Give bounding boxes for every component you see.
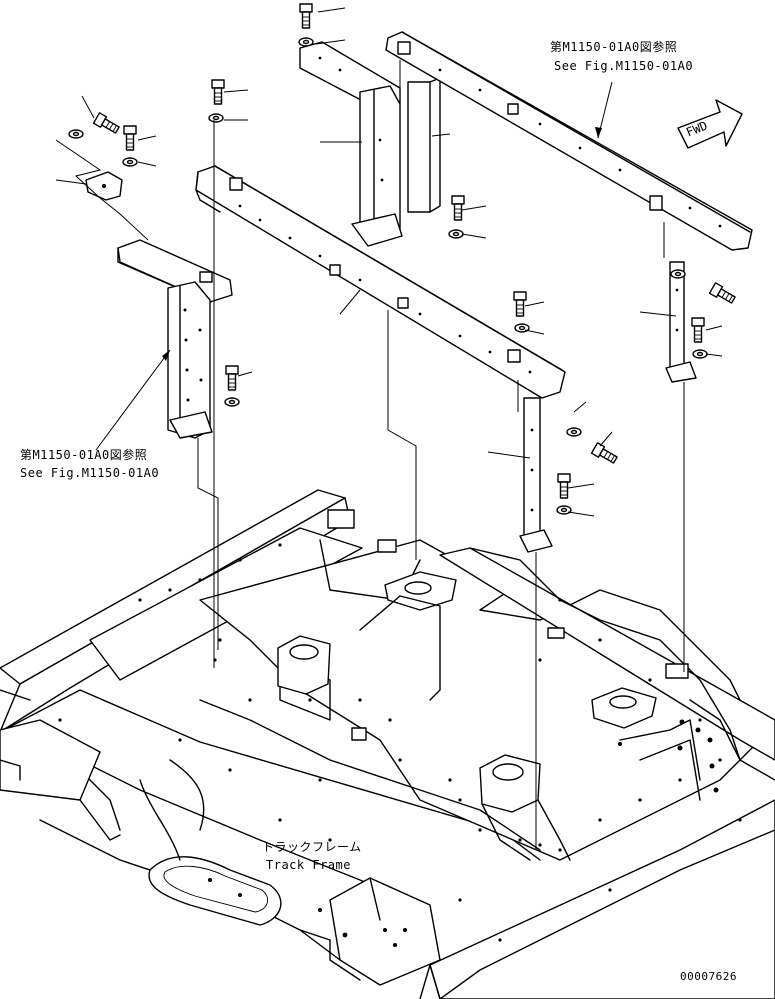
washer-icon bbox=[556, 505, 572, 515]
bolt-icon bbox=[590, 442, 618, 464]
washer-icon bbox=[224, 397, 240, 407]
bolt-icon bbox=[225, 365, 239, 391]
ref-left-jp: 第M1150-01A0図参照 bbox=[20, 448, 148, 462]
ref-top-right-jp: 第M1150-01A0図参照 bbox=[550, 40, 678, 54]
bolt-icon bbox=[513, 291, 527, 317]
track-frame bbox=[0, 489, 775, 999]
bolt-icon bbox=[557, 473, 571, 499]
cross-beam-right bbox=[385, 31, 753, 251]
ref-top-right-en: See Fig.M1150-01A0 bbox=[554, 59, 694, 73]
washer-icon bbox=[68, 129, 84, 139]
bolt-icon bbox=[123, 125, 137, 151]
bolt-icon bbox=[451, 195, 465, 221]
washer-icon bbox=[692, 349, 708, 359]
washer-icon bbox=[670, 269, 686, 279]
leader-lines bbox=[55, 7, 723, 850]
left-stand bbox=[117, 239, 233, 439]
post-center-right bbox=[519, 397, 553, 553]
bolt-icon bbox=[708, 282, 736, 304]
bolt-icon bbox=[92, 112, 120, 134]
washer-icon bbox=[208, 113, 224, 123]
drawing-number: 00007626 bbox=[680, 970, 737, 983]
washer-icon bbox=[566, 427, 582, 437]
ref-left-en: See Fig.M1150-01A0 bbox=[20, 466, 160, 480]
center-stand bbox=[299, 41, 441, 247]
washer-icon bbox=[448, 229, 464, 239]
track-frame-label-jp: トラックフレーム bbox=[262, 840, 362, 854]
small-bracket bbox=[85, 171, 123, 201]
washer-icon bbox=[122, 157, 138, 167]
bolt-icon bbox=[691, 317, 705, 343]
washer-icon bbox=[298, 37, 314, 47]
cross-beam-left bbox=[195, 165, 566, 399]
bolt-icon bbox=[211, 79, 225, 105]
track-frame-label-en: Track Frame bbox=[266, 858, 351, 872]
bolt-icon bbox=[299, 3, 313, 29]
fwd-arrow-icon bbox=[677, 99, 743, 149]
post-far-right bbox=[665, 261, 697, 383]
